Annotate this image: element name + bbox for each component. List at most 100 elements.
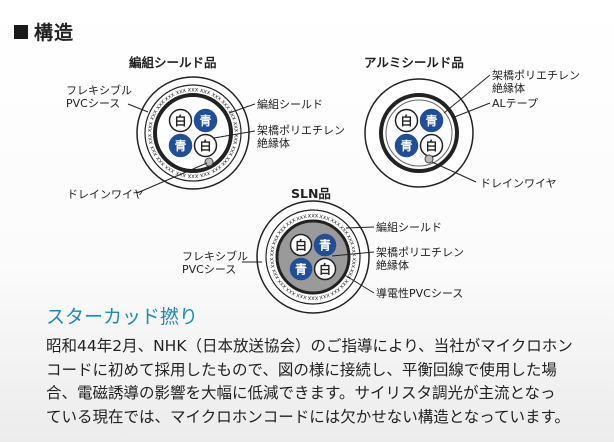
leader-line [342,273,375,294]
braid-mark: xxx [270,233,281,246]
braid-mark: xxx [163,91,176,103]
blue-conductor-label: 青 [199,113,211,128]
leader-line [127,103,149,113]
paragraph-line: コードに初めて採用したもので、図の様に接続し、平衡回線で使用した場 [46,360,557,379]
inner-sheath-ring [153,93,233,173]
aluminum-shield-cable: 白青青白 [364,78,474,188]
braided-title: 編組シールド品 [129,55,217,70]
star-quad-subheading: スターカッド撚り [46,306,199,328]
paragraph-line: ている現在では、マイクロホンコードには欠かせない構造となっています。 [46,407,570,426]
braid-mark: xxx [349,257,358,269]
white-conductor [313,257,337,281]
sln-title: SLN品 [291,186,331,201]
braid-mark: xxx [268,257,277,269]
white-conductor [394,108,419,133]
blue-conductor [394,133,419,158]
blue-conductor-label: 青 [174,138,186,153]
leader-line [431,161,477,183]
blue-conductor-label: 青 [295,262,307,277]
leader-line [228,103,256,114]
blue-conductor-label: 青 [400,138,412,153]
braid-mark: xxx [295,291,308,301]
leader-line [331,251,375,257]
braid-mark: xxx [148,144,159,157]
leader-line [451,102,491,119]
braid-mark: xxx [345,234,356,247]
conductive-pvc-sheath [275,219,351,295]
white-conductor [193,133,218,158]
braid-mark: xxx [284,216,297,228]
leader-line [136,162,208,194]
braid-mark: xxx [146,121,155,133]
braid-mark: xxx [163,163,176,175]
braid-mark: xxx [349,245,358,257]
braid-mark: xxx [318,291,331,301]
braided-shield-label: 編組シールド [257,98,323,111]
al-tape-ring [379,93,459,173]
braid-mark: xxx [308,213,319,220]
white-conductor-label: 白 [199,138,211,153]
braid-mark: xxx [199,87,212,97]
braid-mark: xxx [307,295,318,302]
leader-lines [127,74,491,294]
insulation-ring [385,99,453,167]
aluminum-tape-label: ALテープ [492,97,538,110]
braid-mark: xxx [199,169,212,179]
braid-mark: xxx [227,109,238,122]
white-conductor-label: 白 [425,138,437,153]
white-conductor-label: 白 [400,113,412,128]
braid-mark: xxx [268,245,277,257]
blue-conductor [168,133,193,158]
braid-mark: xxx [209,163,222,175]
leader-line [345,226,375,229]
sln-conductive-label: 導電性PVCシース [376,287,464,300]
braided-insulation-label: 架橋ポリエチレン絶縁体 [257,124,345,150]
aluminum-insulation-label: 架橋ポリエチレン絶縁体 [492,69,580,95]
paragraph-line: 昭和44年2月、NHK（日本放送協会）のご指導により、当社がマイクロホン [46,337,573,355]
aluminum-title: アルミシールド品 [364,55,464,70]
section-title: 構造 [34,22,75,44]
sln-shield-label: 編組シールド [376,221,442,234]
braid-mark: xxx [328,286,341,298]
braid-mark: xxx [329,217,342,229]
braid-mark: xxx [227,145,238,158]
paragraph-line: 合、電磁誘導の影響を大幅に低減できます。サイリスタ調光が主流となっ [46,384,556,402]
braid-mark: xxx [270,267,281,280]
blue-conductor-label: 青 [319,238,331,253]
braid-mark: xxx [188,87,199,94]
white-conductor [168,108,193,133]
drain-wire [204,157,214,167]
blue-conductor [419,108,444,133]
leader-line [213,130,256,139]
white-conductor [289,233,313,257]
blue-conductor [289,257,313,281]
braided-drain-label: ドレインワイヤ [67,188,144,201]
braid-mark: xxx [187,173,198,180]
braid-mark: xxx [231,121,240,133]
aluminum-drain-label: ドレインワイヤ [480,177,557,190]
braid-outer-ring [265,209,361,305]
braid-mark: xxx [318,213,331,223]
braid-mark: xxx [146,133,155,145]
leader-line [443,74,491,114]
white-conductor-label: 白 [319,262,331,277]
braid-mark: xxx [210,91,223,103]
drain-wire [424,154,434,164]
blue-conductor [313,233,337,257]
blue-conductor [193,108,218,133]
braid-mark: xxx [284,285,297,297]
header-square-icon [14,24,28,39]
white-conductor-label: 白 [174,113,186,128]
braid-mark: xxx [345,268,356,281]
braid-mark: xxx [148,108,159,121]
braid-mark: xxx [231,133,240,145]
description-paragraph: 昭和44年2月、NHK（日本放送協会）のご指導により、当社がマイクロホン コード… [46,335,606,429]
blue-conductor-label: 青 [425,113,437,128]
sln-insulation-label: 架橋ポリエチレン絶縁体 [376,246,464,272]
section-header: 構造 [14,18,74,45]
